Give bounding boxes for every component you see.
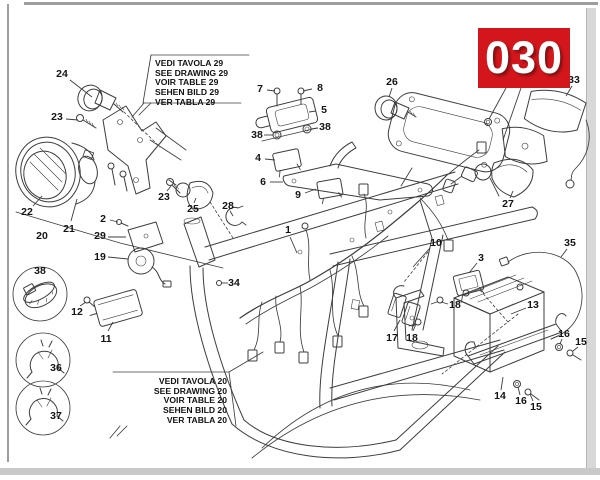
leader-line — [302, 88, 313, 92]
tail-light — [484, 89, 590, 189]
turn-signal-front-right — [168, 179, 234, 239]
rear-carrier — [387, 92, 511, 197]
bracket-6 — [282, 141, 433, 201]
cdi-unit — [83, 289, 143, 327]
turn-signal-rear-right — [442, 158, 534, 198]
leader-line — [412, 323, 417, 332]
leader-line — [107, 256, 129, 260]
leader-line — [559, 338, 563, 345]
leader-line — [79, 301, 87, 307]
bracket-17 — [393, 285, 445, 357]
leader-line — [393, 319, 401, 332]
callout-line: SEHEN BILD 20 — [163, 405, 227, 416]
table-number-badge: 030 — [478, 28, 570, 88]
wiring-harness — [216, 141, 487, 364]
leader-line — [572, 346, 579, 352]
page-edge-right — [586, 8, 596, 468]
leader-line — [388, 87, 393, 98]
bolt-23-left — [76, 114, 97, 129]
leader-line — [32, 195, 43, 207]
callout-box-20-outline — [109, 351, 264, 439]
leader-line — [289, 236, 298, 254]
clip-28 — [225, 205, 247, 226]
callout-line: SEHEN BILD 29 — [155, 87, 219, 98]
leader-line — [565, 85, 573, 97]
leader-line — [440, 301, 449, 305]
turn-signal-front-left — [77, 84, 161, 148]
leader-line — [412, 247, 431, 268]
callout-box-29-outline — [131, 54, 250, 118]
motorcycle-frame — [183, 171, 538, 459]
relay-4 — [272, 148, 302, 178]
leader-line — [304, 188, 317, 194]
leader-line — [69, 79, 93, 98]
leader-line — [229, 210, 234, 217]
relay-9 — [316, 177, 344, 204]
leader-line — [65, 118, 79, 121]
assembly-axis-lines — [15, 211, 519, 375]
leader-line — [308, 110, 317, 113]
detail-circle-clip-36 — [15, 332, 71, 388]
leader-line — [109, 219, 119, 223]
headlight — [15, 136, 98, 208]
page-edge-top — [24, 2, 598, 5]
callout-line: VER TABLA 29 — [155, 96, 216, 107]
callout-line: VEDI TAVOLA 20 — [158, 376, 227, 386]
callout-line: VEDI TAVOLA 29 — [155, 58, 224, 68]
battery — [453, 274, 545, 373]
leader-line — [502, 87, 522, 141]
callout-line: SEE DRAWING 20 — [153, 385, 227, 396]
leader-line — [310, 127, 319, 130]
leader-line — [266, 89, 276, 92]
leader-line — [107, 321, 114, 332]
callout-line: VOIR TABLE 20 — [163, 395, 227, 406]
headlight-bracket — [102, 105, 187, 195]
callout-line: SEE DRAWING 29 — [155, 67, 229, 78]
bolt-23-right — [166, 178, 181, 194]
page-edge-left — [7, 4, 9, 462]
leader-line — [488, 87, 507, 120]
leader-line — [264, 158, 276, 161]
detail-circle-clip-37 — [15, 380, 71, 436]
leader-line — [509, 190, 514, 199]
leader-line — [529, 393, 534, 402]
leader-line — [468, 262, 478, 274]
horn-assembly — [116, 219, 172, 288]
callout-line: VOIR TABLE 29 — [155, 77, 219, 88]
callout-line: VER TABLA 20 — [166, 414, 227, 425]
leader-line — [70, 198, 78, 222]
leader-line — [193, 197, 197, 204]
leader-line — [560, 248, 568, 258]
leader-line — [166, 185, 172, 192]
battery-cable — [498, 251, 583, 340]
leader-line — [510, 307, 527, 315]
turn-signal-rear-left — [374, 95, 417, 121]
leader-line — [500, 376, 504, 391]
battery-bracket — [464, 313, 582, 401]
page-edge-bottom — [0, 468, 600, 475]
detail-circle-clamp-38 — [12, 266, 68, 322]
leader-line — [517, 386, 521, 396]
